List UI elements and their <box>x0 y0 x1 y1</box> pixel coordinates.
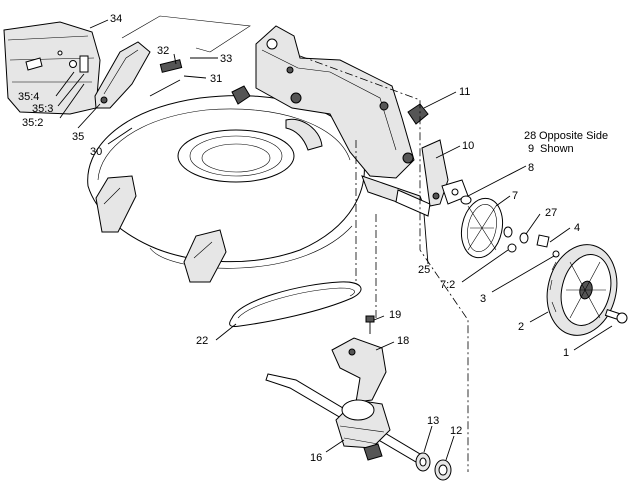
handle-bracket-part <box>94 41 151 109</box>
front-right-wheel-bracket <box>183 229 227 283</box>
label-16: 16 <box>310 452 322 464</box>
label-11: 11 <box>459 86 470 98</box>
label-27: 27 <box>545 207 557 219</box>
drive-gear-part <box>460 197 504 259</box>
leader-lines <box>55 19 613 461</box>
label-28-note: Opposite Side <box>539 130 608 142</box>
wheel-bolt-part <box>604 309 628 324</box>
label-18: 18 <box>397 335 409 347</box>
front-left-wheel-bracket <box>95 175 137 233</box>
label-10: 10 <box>462 140 474 152</box>
bushings-part <box>503 226 560 258</box>
rear-axle-bar-part <box>361 175 431 217</box>
label-35-3: 35:3 <box>32 103 53 115</box>
label-4: 4 <box>574 222 580 234</box>
assembly-lines <box>299 55 469 472</box>
label-34: 34 <box>110 13 122 25</box>
wheel-bracket-part <box>421 139 449 207</box>
label-35-2: 35:2 <box>22 117 43 129</box>
label-22: 22 <box>196 335 208 347</box>
label-1: 1 <box>563 347 569 359</box>
rear-wheel-part <box>546 244 618 336</box>
label-30: 30 <box>90 146 102 158</box>
height-adjuster-panel <box>121 15 251 97</box>
mower-deck <box>87 95 365 269</box>
label-9: 9 <box>528 143 534 155</box>
label-8: 8 <box>528 162 534 174</box>
label-31: 31 <box>210 73 222 85</box>
rear-frame <box>231 25 415 179</box>
label-33: 33 <box>220 53 232 65</box>
drive-belt-part <box>229 281 362 327</box>
label-3: 3 <box>480 293 486 305</box>
label-9-note: Shown <box>540 143 574 155</box>
label-7-2: 7:2 <box>440 279 455 291</box>
label-28: 28 <box>524 130 536 142</box>
label-35-4: 35:4 <box>18 91 39 103</box>
screw-part <box>365 315 375 334</box>
bushing-part-13 <box>415 452 431 472</box>
washer-part <box>460 195 472 205</box>
transmission-bracket-part <box>331 337 387 403</box>
height-lever-part <box>407 103 429 125</box>
label-2: 2 <box>518 321 524 333</box>
label-12: 12 <box>450 425 462 437</box>
label-25: 25 <box>418 264 430 276</box>
label-35: 35 <box>72 131 84 143</box>
bushing-part-12 <box>434 459 452 481</box>
label-32: 32 <box>157 45 169 57</box>
label-13: 13 <box>427 415 439 427</box>
callout-labels: 34 35:4 35:3 35:2 35 30 32 33 31 11 28 O… <box>18 13 608 464</box>
transmission-part <box>265 373 421 463</box>
label-7: 7 <box>512 190 518 202</box>
small-hardware-part <box>57 50 89 73</box>
label-19: 19 <box>389 309 401 321</box>
